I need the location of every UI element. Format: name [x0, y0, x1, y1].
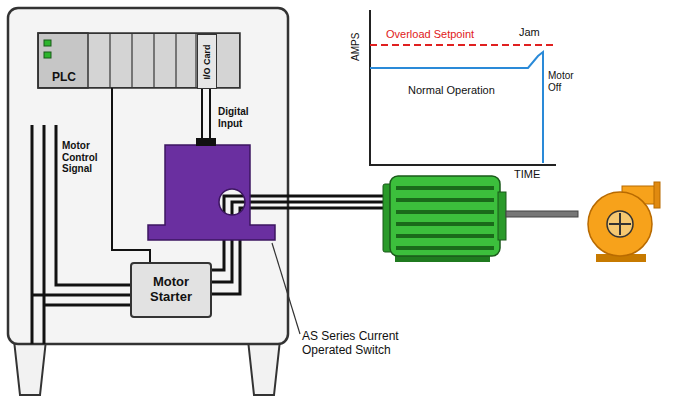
event-label: Motor Off [548, 70, 584, 93]
rack-slot [110, 33, 216, 88]
region-label: Normal Operation [408, 84, 528, 97]
motor-fins [396, 188, 494, 248]
cabinet-leg [14, 340, 46, 395]
rack-frame [38, 33, 240, 88]
power-line [32, 294, 130, 297]
plc-rack [38, 33, 240, 88]
pump-impeller [607, 211, 633, 237]
current-switch [148, 145, 275, 240]
leader-line [272, 243, 300, 334]
axis-label: AMPS [350, 27, 362, 67]
signal-label: Motor Control Signal [62, 140, 108, 175]
event-label: Jam [519, 26, 549, 39]
motor-endcap [498, 192, 506, 240]
motor-body [390, 176, 500, 256]
power-line [44, 304, 130, 307]
pump-volute [588, 192, 652, 256]
pump-flange [654, 182, 660, 208]
current-chart [370, 10, 556, 165]
signal-label: Digital Input [218, 106, 262, 129]
power-line [56, 125, 130, 285]
pump [588, 182, 660, 262]
motor [383, 176, 578, 262]
setpoint-line [370, 44, 556, 46]
power-lines [32, 125, 130, 344]
chart-axes [370, 10, 556, 165]
impeller-vanes [609, 213, 631, 235]
motor-starter: Motor Starter [130, 262, 212, 318]
control-wire [112, 88, 150, 262]
cabinet-leg [248, 340, 280, 395]
cabinet-body [8, 8, 288, 344]
cabinet [8, 8, 288, 395]
motor-shaft [506, 211, 578, 217]
motor-wires [212, 196, 385, 294]
status-led [44, 52, 51, 58]
plc-module [38, 33, 88, 88]
axis-label: TIME [514, 168, 554, 181]
power-line [31, 125, 34, 344]
plc-rack: PLC I/O Card [38, 33, 240, 88]
input-wire [202, 88, 210, 139]
current-trace [370, 52, 543, 163]
module-label: PLC [39, 70, 89, 84]
starter-label: Motor Starter [136, 275, 206, 305]
part-label: AS Series Current Operated Switch [302, 330, 442, 358]
status-led [44, 40, 51, 46]
io-card: I/O Card [197, 34, 217, 89]
setpoint-label: Overload Setpoint [386, 28, 506, 41]
card-label: I/O Card [202, 44, 212, 79]
terminal-block [196, 138, 216, 146]
power-line [43, 125, 46, 344]
